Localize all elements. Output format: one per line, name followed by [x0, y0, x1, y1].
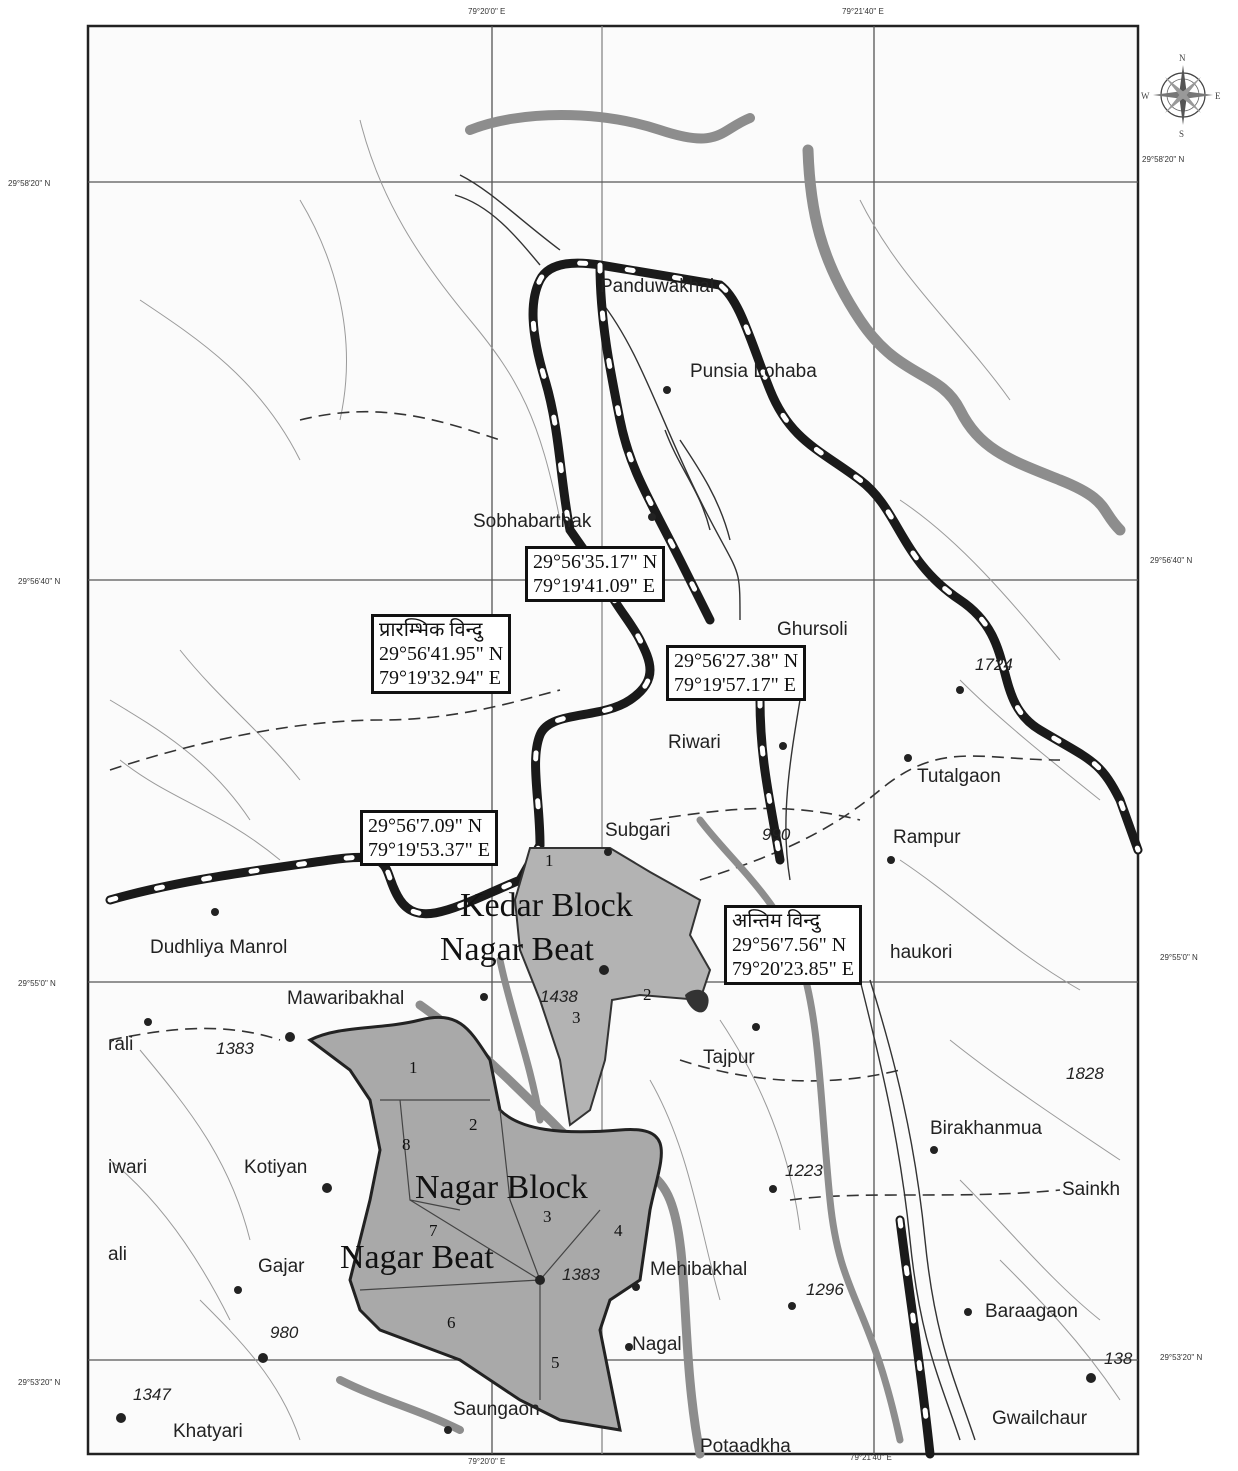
kedar-block-title: Kedar Block [460, 887, 633, 924]
elevation-label: 1223 [785, 1161, 823, 1180]
compass-e: E [1215, 91, 1221, 101]
coord-lat: 29°56'27.38" N [674, 650, 799, 672]
place-label: Saungaon [453, 1399, 540, 1420]
coord-lon: 79°19'57.17" E [674, 674, 796, 696]
elevation-label: 990 [762, 825, 791, 844]
grid-label-bottom-2: 79°21'40" E [850, 1453, 892, 1462]
coord-lat: 29°56'7.56" N [732, 934, 847, 956]
compass-s: S [1179, 129, 1184, 139]
coord-lon: 79°20'23.85" E [732, 958, 854, 980]
grid-label-right-4: 29°53'20" N [1160, 1353, 1202, 1362]
kedar-block-polygon [513, 847, 712, 1127]
end-point-callout: अन्तिम विन्दु 29°56'7.56" N 79°20'23.85"… [724, 905, 862, 985]
place-label: Tutalgaon [917, 766, 1001, 787]
place-label: Riwari [668, 732, 721, 753]
place-label: Nagal [632, 1334, 682, 1355]
grid-label-bottom-1: 79°20'0" E [468, 1457, 505, 1466]
compartment-number: 3 [572, 1008, 581, 1027]
elevation-label: 1828 [1066, 1064, 1104, 1083]
nagar-block-polygon [307, 1015, 663, 1432]
coord-lon: 79°19'53.37" E [368, 839, 490, 861]
elevation-label: 1724 [975, 655, 1013, 674]
place-label: Rampur [893, 827, 961, 848]
compartment-number: 2 [469, 1115, 478, 1134]
grid-label-right-1: 29°58'20" N [1142, 155, 1184, 164]
compartment-number: 3 [543, 1207, 552, 1226]
place-label: Ghursoli [777, 619, 848, 640]
coordinate-callout: 29°56'27.38" N 79°19'57.17" E [666, 645, 807, 701]
compartment-number: 7 [429, 1221, 438, 1240]
place-label: Birakhanmua [930, 1118, 1042, 1139]
place-label: rali [108, 1034, 133, 1055]
kedar-end-marker [685, 989, 709, 1013]
drainage-lines [109, 119, 1121, 1441]
coord-lat: 29°56'35.17" N [533, 551, 658, 573]
streams [454, 174, 976, 1441]
grid-label-right-2: 29°56'40" N [1150, 556, 1192, 565]
place-label: Gajar [258, 1256, 305, 1277]
place-label: haukori [890, 942, 952, 963]
settlement-dots [116, 386, 1096, 1434]
grid-label-left-1: 29°58'20" N [8, 179, 50, 188]
place-label: iwari [108, 1157, 147, 1178]
compass-n: N [1179, 53, 1186, 63]
place-label: ali [108, 1244, 127, 1265]
place-label: Subgari [605, 820, 671, 841]
compartment-number: 4 [614, 1221, 623, 1240]
elevation-label: 1347 [133, 1385, 171, 1404]
place-label: Panduwakhal [600, 276, 714, 297]
coord-lat: 29°56'41.95" N [379, 643, 504, 665]
nagar-compartment-lines [359, 1099, 601, 1400]
compartment-number: 6 [447, 1313, 456, 1332]
coord-lon: 79°19'32.94" E [379, 667, 501, 689]
place-label: Sobhabarthak [473, 511, 592, 532]
compass-rose-icon: N S E W [1141, 53, 1221, 139]
coord-lon: 79°19'41.09" E [533, 575, 655, 597]
grid-label-top-1: 79°20'0" E [468, 7, 505, 16]
place-label: Khatyari [173, 1421, 243, 1442]
place-label: Dudhliya Manrol [150, 937, 287, 958]
elevation-label: 1383 [216, 1039, 254, 1058]
place-label: Gwailchaur [992, 1408, 1088, 1429]
place-label: Punsia Lohaba [690, 361, 817, 382]
place-label: Mawaribakhal [287, 988, 404, 1009]
roads [109, 410, 1061, 1201]
place-label: Tajpur [703, 1047, 755, 1068]
coordinate-callout: 29°56'7.09" N 79°19'53.37" E [360, 810, 498, 866]
place-label: Mehibakhal [650, 1259, 747, 1280]
compartment-number: 2 [643, 985, 652, 1004]
nagar-beat-title: Nagar Beat [340, 1239, 494, 1276]
compartment-number: 1 [545, 851, 554, 870]
coord-heading: प्रारम्भिक विन्दु [379, 619, 483, 641]
elevation-label: 1383 [562, 1265, 600, 1284]
elevation-label: 138 [1104, 1349, 1133, 1368]
grid-label-right-3: 29°55'0" N [1160, 953, 1198, 962]
grid-label-top-2: 79°21'40" E [842, 7, 884, 16]
coord-heading: अन्तिम विन्दु [732, 910, 821, 932]
compass-w: W [1141, 91, 1150, 101]
grid-label-left-2: 29°56'40" N [18, 577, 60, 586]
compartment-number: 5 [551, 1353, 560, 1372]
place-label: Sainkh [1062, 1179, 1120, 1200]
place-label: Kotiyan [244, 1157, 307, 1178]
elevation-label: 1438 [540, 987, 578, 1006]
place-label: Potaadkha [700, 1436, 791, 1457]
place-label: Baraagaon [985, 1301, 1078, 1322]
elevation-label: 1296 [806, 1280, 844, 1299]
grid-label-left-3: 29°55'0" N [18, 979, 56, 988]
nagar-block-title: Nagar Block [415, 1169, 588, 1206]
coord-lat: 29°56'7.09" N [368, 815, 483, 837]
compartment-number: 8 [402, 1135, 411, 1154]
grid-label-left-4: 29°53'20" N [18, 1378, 60, 1387]
start-point-callout: प्रारम्भिक विन्दु 29°56'41.95" N 79°19'3… [371, 614, 512, 694]
coordinate-callout: 29°56'35.17" N 79°19'41.09" E [525, 546, 666, 602]
elevation-label: 980 [270, 1323, 299, 1342]
forest-boundary [105, 258, 1143, 1459]
kedar-beat-title: Nagar Beat [440, 931, 594, 968]
compartment-number: 1 [409, 1058, 418, 1077]
